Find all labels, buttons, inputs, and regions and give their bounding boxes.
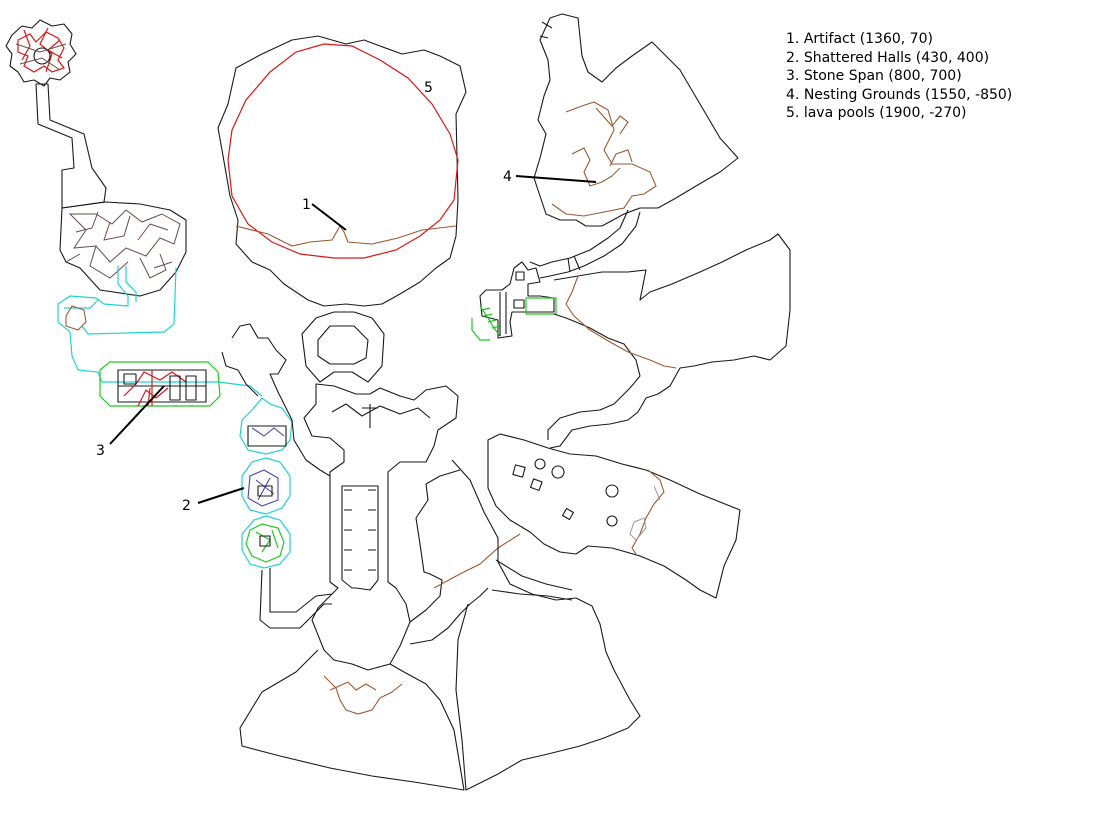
stone-span-room — [99, 361, 221, 407]
marker-3-number: 3 — [96, 443, 105, 459]
legend-item: 4. Nesting Grounds (1550, -850) — [786, 86, 1013, 103]
east-pillar-cavern — [487, 433, 741, 599]
northwest-round-chamber — [5, 19, 77, 87]
marker-1: 1 — [302, 197, 347, 231]
marker-3: 3 — [96, 385, 165, 459]
south-chamber — [239, 649, 465, 791]
marker-2: 2 — [182, 487, 245, 514]
central-great-chamber — [217, 35, 467, 383]
northwest-tunnel — [35, 83, 107, 209]
west-rocky-cavern — [59, 201, 187, 297]
marker-1-number: 1 — [302, 197, 311, 213]
legend-item: 3. Stone Span (800, 700) — [786, 68, 962, 85]
legend-item: 5. lava pools (1900, -270) — [786, 105, 967, 122]
marker-5: 5 — [424, 80, 433, 96]
west-passage — [221, 323, 331, 477]
northeast-tunnel — [529, 209, 641, 279]
marker-4: 4 — [503, 169, 597, 185]
marker-2-number: 2 — [182, 498, 191, 514]
east-winding-corridor — [547, 233, 791, 449]
marker-4-number: 4 — [503, 169, 512, 185]
east-gate-rooms — [479, 261, 557, 339]
marker-5-number: 5 — [424, 80, 433, 96]
shattered-halls — [239, 397, 293, 569]
south-central-cavern — [451, 459, 641, 791]
west-water-tunnel — [57, 266, 263, 397]
central-east-corridor — [409, 469, 489, 645]
nesting-grounds-cavern — [533, 13, 739, 227]
map-legend: 1. Artifact (1360, 70) 2. Shattered Hall… — [786, 30, 1012, 123]
central-column — [303, 383, 459, 671]
legend-item: 1. Artifact (1360, 70) — [786, 31, 933, 47]
legend-item: 2. Shattered Halls (430, 400) — [786, 49, 990, 66]
